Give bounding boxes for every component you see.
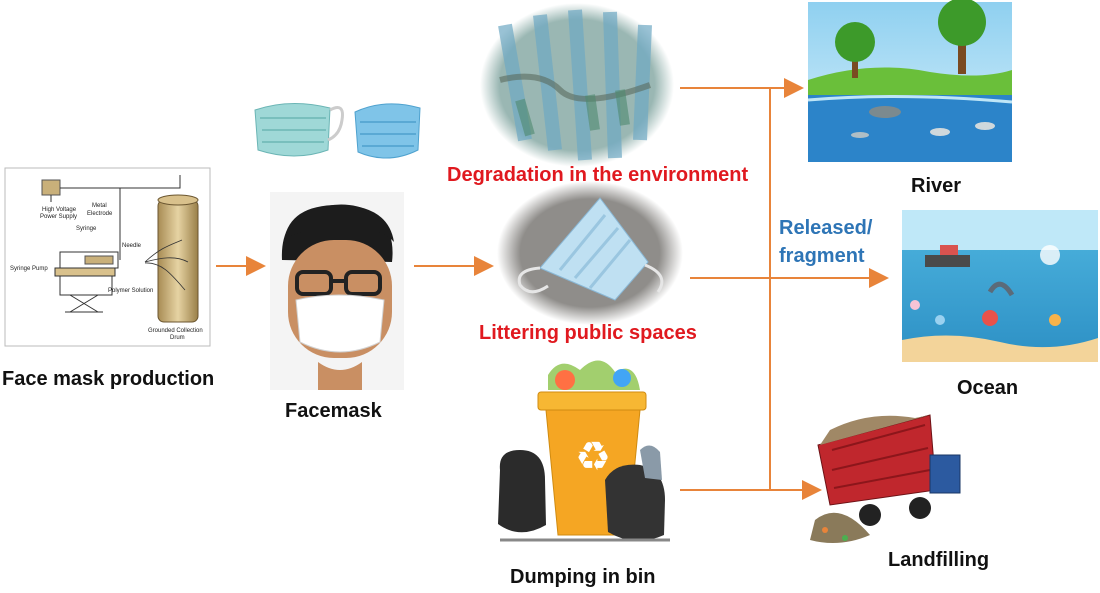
degradation-label: Degradation in the environment (447, 164, 749, 186)
collection-drum-label: Grounded Collection (148, 328, 203, 334)
flow-arrows (216, 78, 889, 500)
dumping-bin-image: ♻ (498, 360, 670, 542)
needle-label: Needle (122, 243, 142, 249)
littering-label: Littering public spaces (479, 322, 697, 344)
recycle-icon: ♻ (575, 434, 611, 480)
production-label: Face mask production (2, 368, 215, 390)
ocean-image (902, 210, 1098, 362)
released-label-line1: Released/ (779, 217, 873, 239)
littering-image (497, 181, 683, 325)
high-voltage-label: High Voltage (42, 207, 77, 213)
production-apparatus: High Voltage Power Supply Metal Electrod… (4, 167, 211, 347)
dumping-label: Dumping in bin (510, 566, 656, 588)
degradation-image (480, 3, 674, 167)
power-supply-label: Power Supply (40, 214, 77, 220)
released-label-line2: fragment (779, 245, 865, 267)
facemask-person-image (270, 192, 404, 390)
landfill-truck-image (810, 414, 961, 544)
facemask-label: Facemask (285, 400, 382, 422)
metal-label: Metal (92, 203, 107, 209)
drum-label: Drum (170, 335, 185, 341)
landfilling-label: Landfilling (888, 549, 990, 571)
electrode-label: Electrode (87, 211, 113, 217)
syringe-pump-label: Syringe Pump (10, 266, 48, 272)
river-image (807, 0, 1013, 162)
polymer-solution-label: Polymer Solution (108, 288, 153, 294)
surgical-masks-image (254, 102, 421, 159)
ocean-label: Ocean (957, 377, 1019, 399)
river-label: River (911, 175, 962, 197)
syringe-label: Syringe (76, 226, 97, 232)
